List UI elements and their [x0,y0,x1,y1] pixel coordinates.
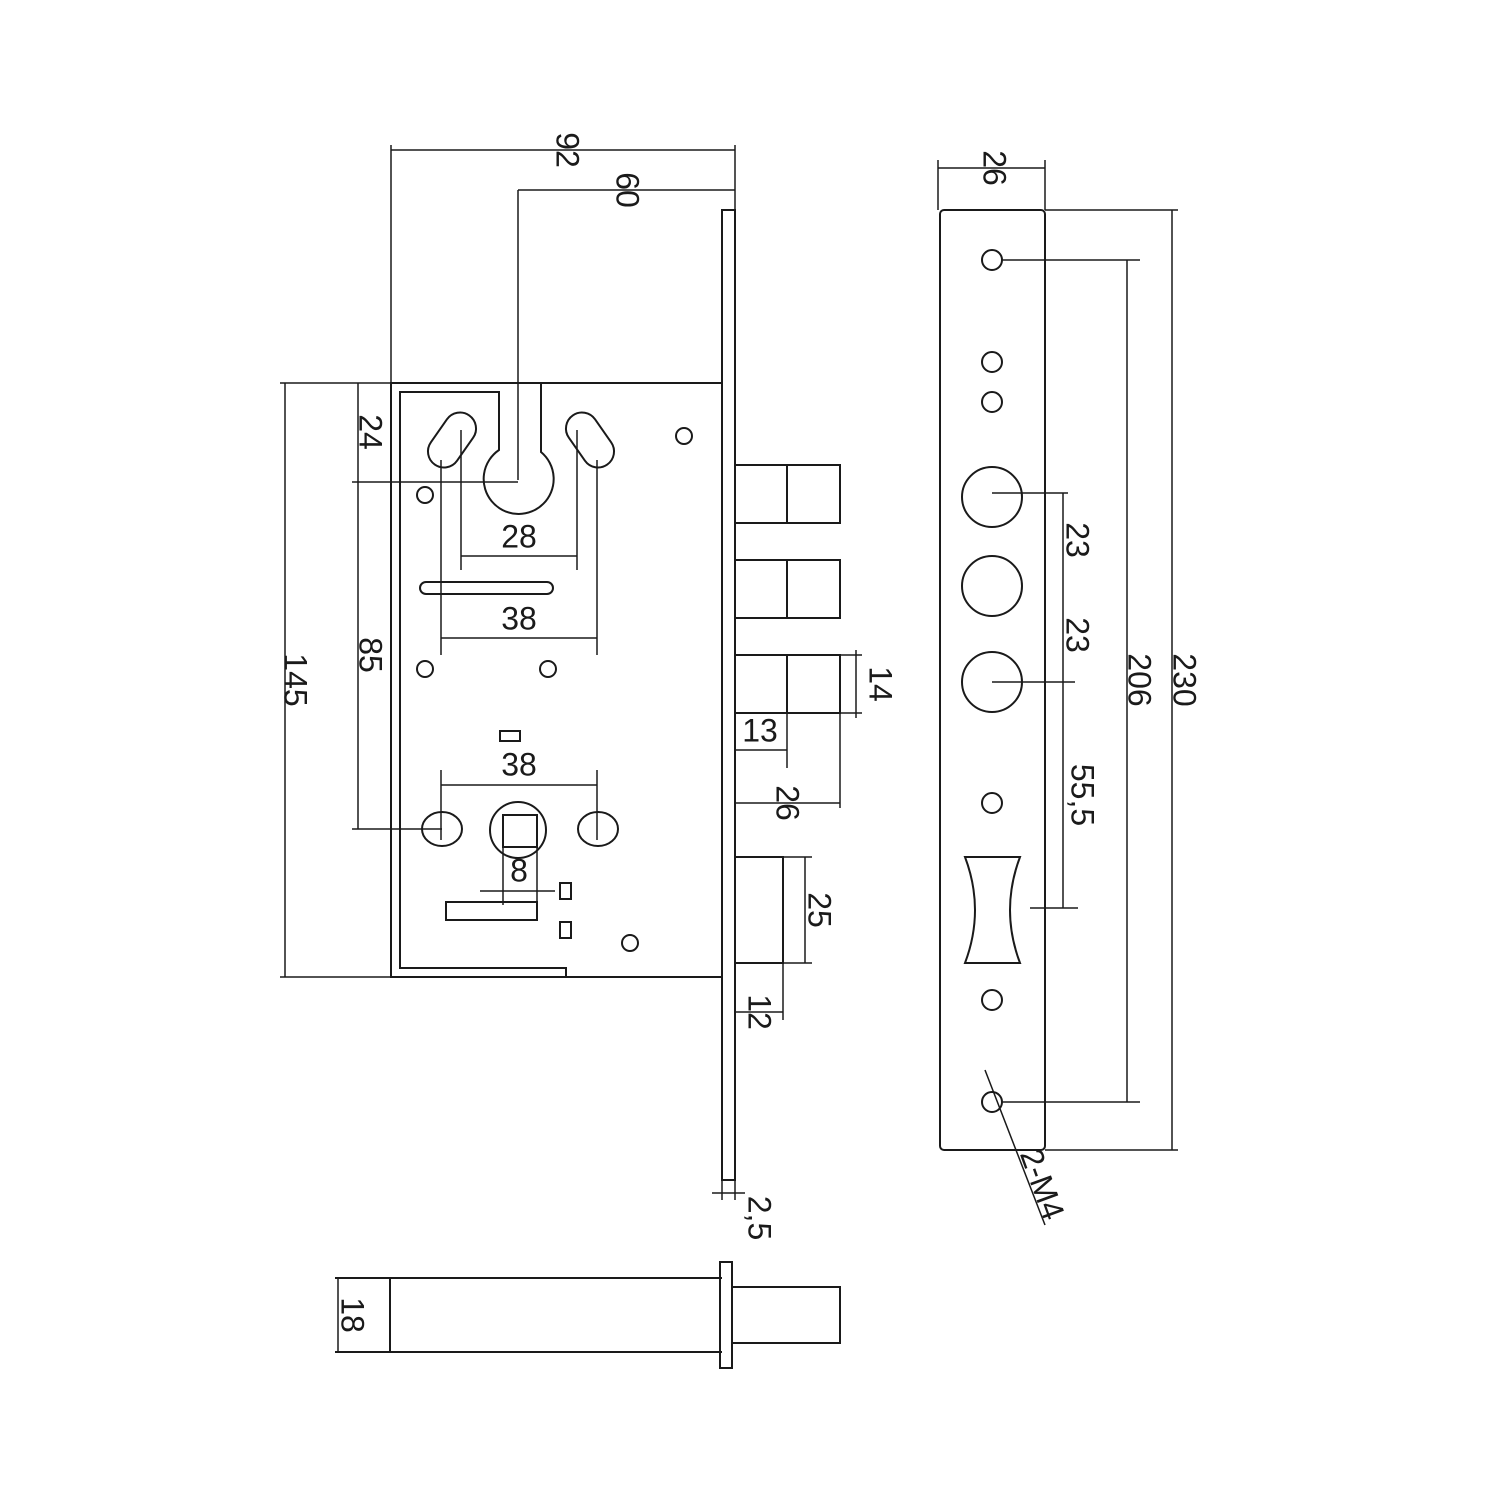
dim-spindle-diameter: 18 [335,1297,371,1333]
dim-bolt-pitch-1: 23 [1060,522,1096,558]
dim-follower-screws: 38 [501,746,537,782]
dim-screw-outer: 38 [501,600,537,636]
dim-bolt-throw: 13 [742,712,778,748]
dim-screw-spacing: 206 [1122,653,1158,706]
dim-latch-offset: 55,5 [1065,764,1101,826]
dim-bolt-pitch-2: 23 [1060,617,1096,653]
dim-overall-width: 92 [550,132,586,168]
dim-backset: 60 [610,172,646,208]
dim-screw-inner: 28 [501,518,537,554]
lock-case [390,209,841,1181]
dim-bolt-length: 26 [770,785,806,821]
screw-spec-label: 2-M4 [1013,1144,1072,1225]
dim-spindle-square: 8 [510,852,528,888]
dim-faceplate-thickness: 2,5 [742,1196,778,1240]
dim-faceplate-length: 230 [1167,653,1203,706]
faceplate [937,160,1178,1226]
dim-latch-height: 25 [802,892,838,928]
dimension-lines [280,145,862,1200]
dim-cylinder-to-follower: 85 [353,637,389,673]
spindle [335,1261,841,1369]
dim-body-height: 145 [278,653,314,706]
dim-bolt-height: 14 [863,666,899,702]
dim-faceplate-width: 26 [977,150,1013,186]
dim-latch-throw: 12 [742,994,778,1030]
dim-to-cylinder: 24 [353,414,389,450]
